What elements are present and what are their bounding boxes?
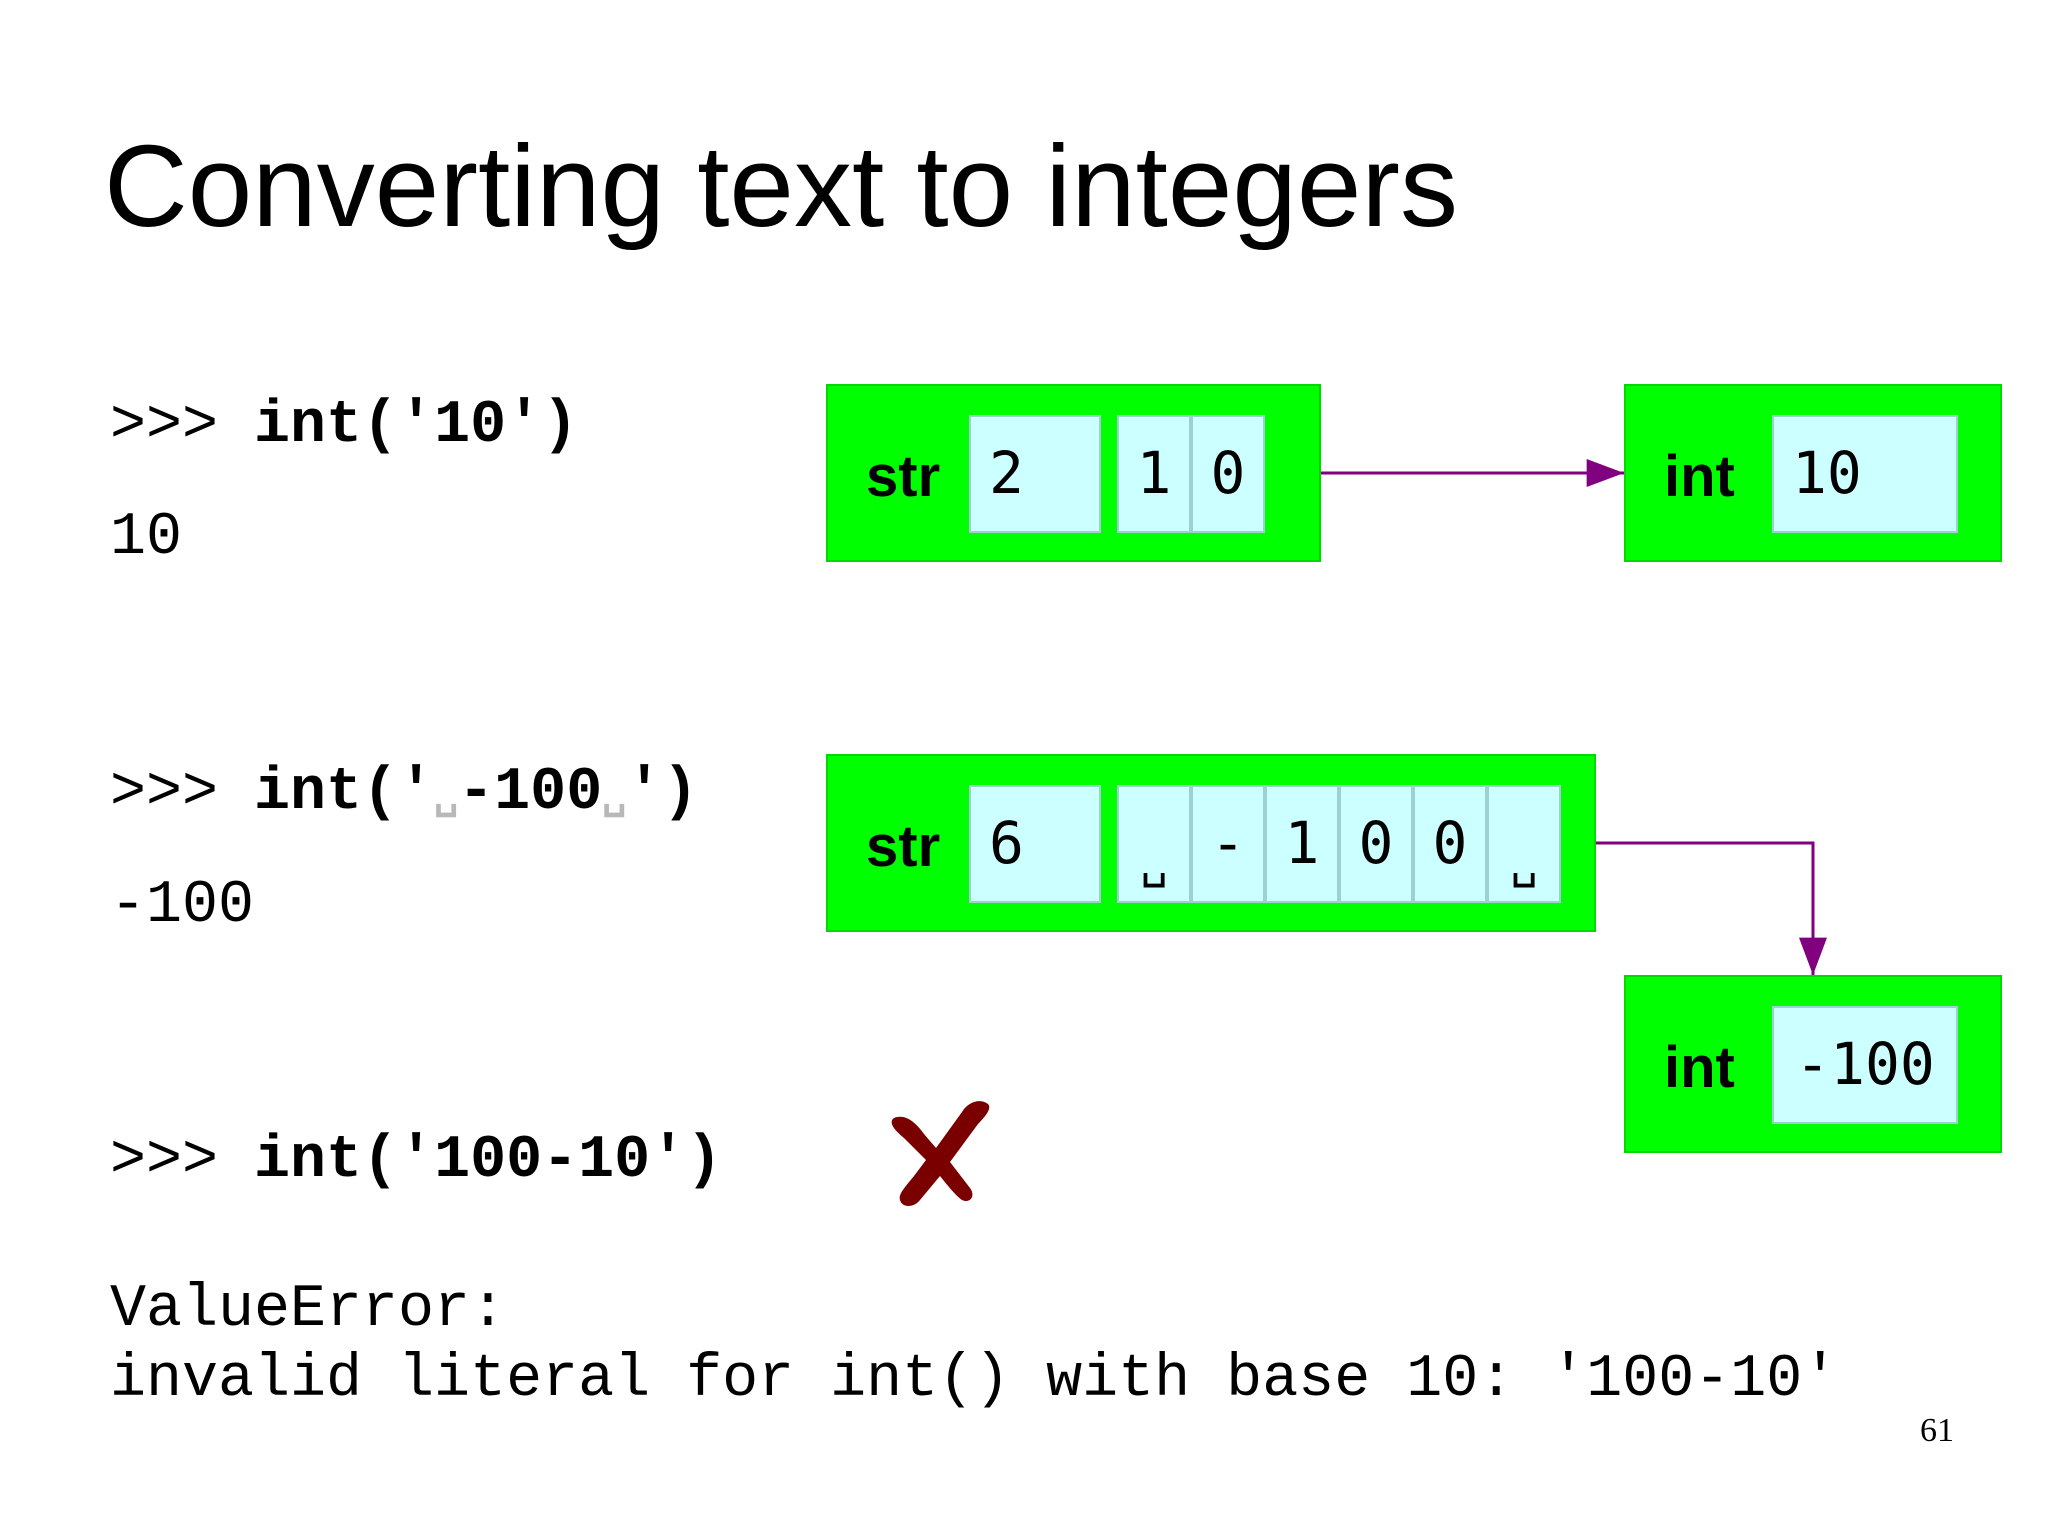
type-label: int	[1664, 1035, 1735, 1100]
code-line-int-10: >>> int('10')	[110, 396, 578, 456]
char-cell: 0	[1339, 785, 1413, 903]
code-output-minus-100: -100	[110, 872, 255, 940]
type-label: str	[866, 444, 941, 509]
repl-prompt: >>>	[110, 1127, 219, 1195]
visible-space-glyph: ␣	[434, 776, 459, 821]
error-message: invalid literal for int() with base 10: …	[110, 1346, 1839, 1414]
value-cell: 10	[1772, 415, 1958, 533]
length-cell: 2	[969, 415, 1101, 533]
type-label: str	[866, 814, 941, 879]
code-expression: int('100-10')	[254, 1127, 723, 1195]
int-object-10: int 10	[1624, 384, 2002, 562]
code-expression: int('	[254, 759, 435, 827]
char-cell: -	[1191, 785, 1265, 903]
cross-mark-icon	[891, 1101, 990, 1206]
char-cell: 1	[1117, 415, 1191, 533]
page-number: 61	[1920, 1412, 1954, 1449]
conversion-arrow-2	[1596, 841, 1827, 976]
code-output-10: 10	[110, 504, 183, 572]
code-line-int-100-minus-10: >>> int('100-10')	[110, 1131, 722, 1191]
repl-prompt: >>>	[110, 392, 219, 460]
char-cell: ␣	[1117, 785, 1191, 903]
code-expression-number: -100	[458, 759, 603, 827]
str-object-10: str 2 1 0	[826, 384, 1321, 562]
code-expression-tail: 10')	[434, 392, 579, 460]
char-cell: ␣	[1487, 785, 1561, 903]
type-label: int	[1664, 444, 1735, 509]
code-expression-close: ')	[626, 759, 699, 827]
code-line-int-minus-100: >>> int('␣-100␣')	[110, 763, 698, 823]
str-object-minus-100: str 6 ␣ - 1 0 0 ␣	[826, 754, 1596, 932]
error-type: ValueError:	[110, 1276, 507, 1344]
code-expression: int('	[254, 392, 435, 460]
char-cell: 1	[1265, 785, 1339, 903]
char-cell: 0	[1413, 785, 1487, 903]
repl-prompt: >>>	[110, 759, 219, 827]
length-cell: 6	[969, 785, 1101, 903]
value-cell: -100	[1772, 1006, 1958, 1124]
slide-title: Converting text to integers	[104, 121, 1459, 251]
char-cell: 0	[1191, 415, 1265, 533]
int-object-minus-100: int -100	[1624, 975, 2002, 1153]
visible-space-glyph: ␣	[602, 776, 627, 821]
